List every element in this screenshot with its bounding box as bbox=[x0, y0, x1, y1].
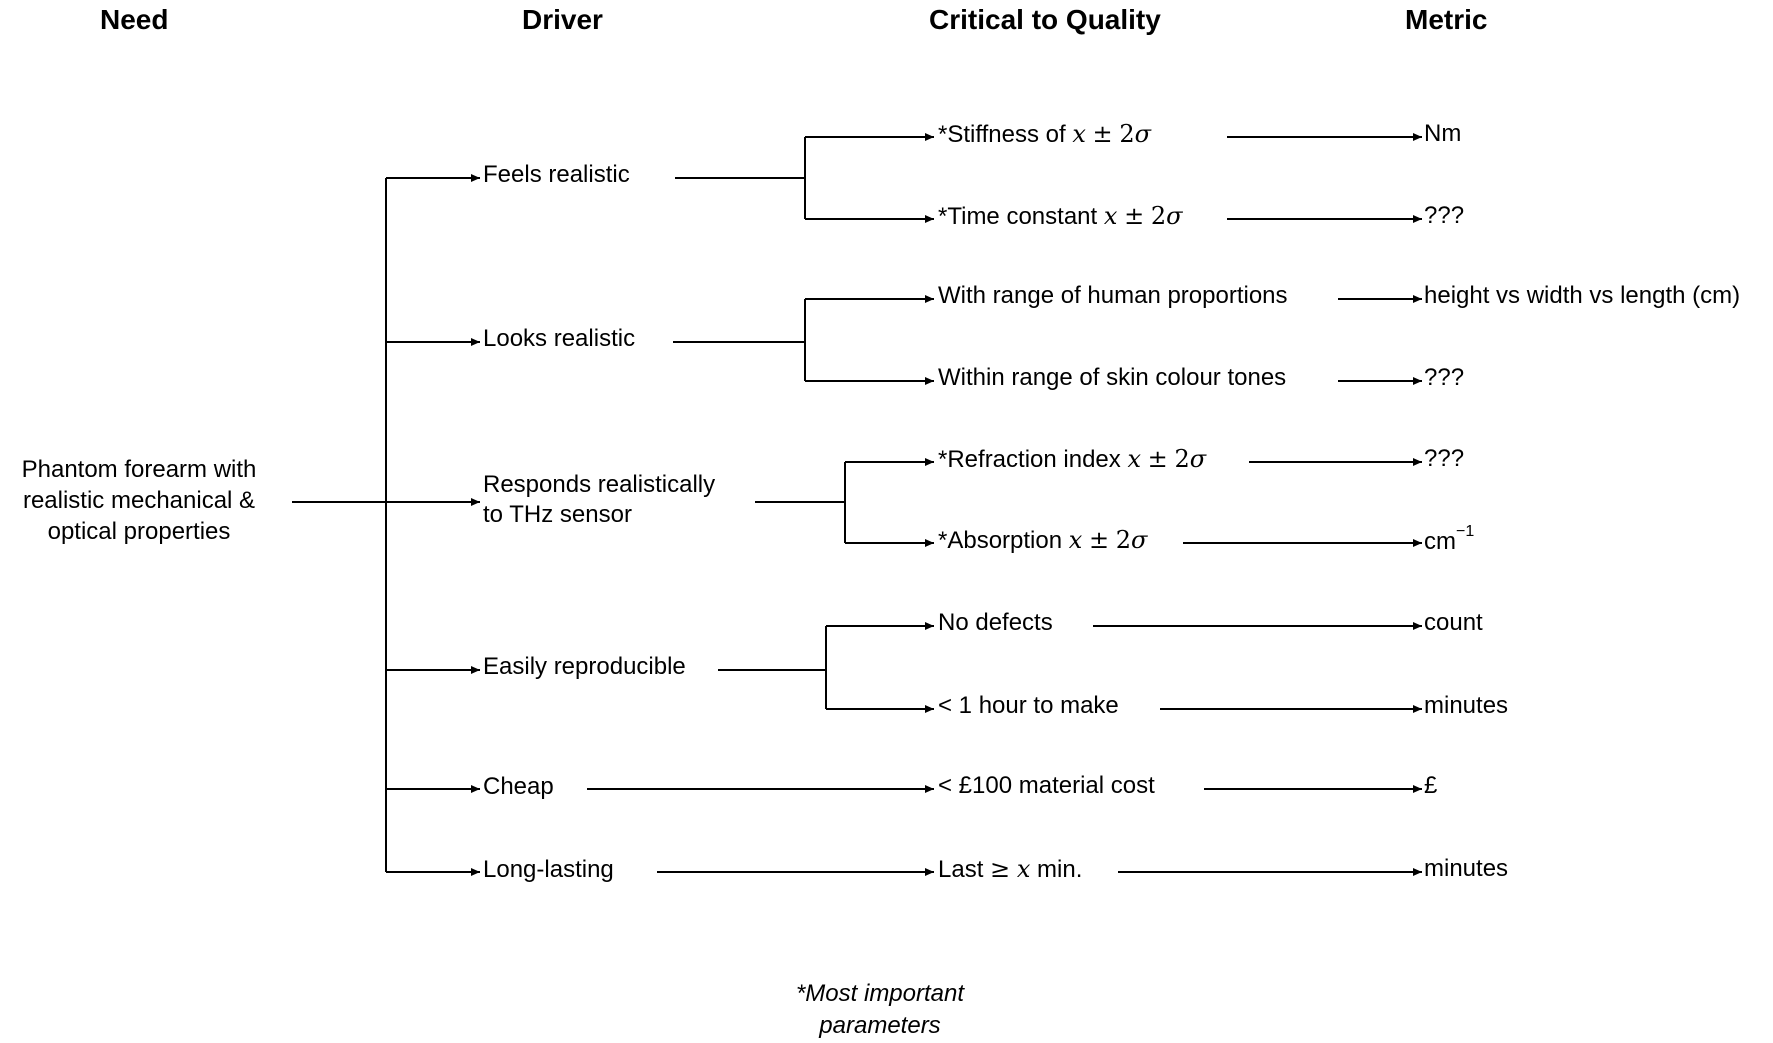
metric-skin: ??? bbox=[1424, 364, 1465, 391]
driver-responds-line-1: Responds realistically bbox=[483, 471, 716, 498]
metric-refraction: ??? bbox=[1424, 445, 1465, 472]
driver-long-lasting: Long-lasting bbox=[483, 856, 614, 883]
math-pm: ± bbox=[1147, 445, 1168, 473]
ctq-absorption: *Absorption x ± 2σ bbox=[938, 526, 1147, 555]
math-two: 2 bbox=[1174, 445, 1190, 473]
metric-stiffness: Nm bbox=[1424, 120, 1462, 147]
metric-absorption-unit: cm bbox=[1424, 528, 1456, 555]
math-pm: ± bbox=[1088, 526, 1110, 554]
math-sigma: σ bbox=[1166, 202, 1183, 230]
footnote-line-1: *Most important bbox=[795, 980, 965, 1007]
ctq-stiffness-label: *Stiffness of bbox=[938, 121, 1066, 148]
driver-responds-line-2: to THz sensor bbox=[483, 501, 632, 528]
need-line-3: optical properties bbox=[47, 518, 231, 545]
math-two: 2 bbox=[1150, 202, 1167, 230]
footnote: *Most important parameters bbox=[730, 978, 1030, 1042]
math-pm: ± bbox=[1124, 202, 1145, 230]
ctq-refraction: *Refraction index x ± 2σ bbox=[938, 445, 1206, 474]
driver-feels-realistic: Feels realistic bbox=[483, 161, 630, 188]
need-text: Phantom forearm with realistic mechanica… bbox=[4, 454, 274, 547]
header-driver: Driver bbox=[522, 4, 603, 35]
math-geq: ≥ bbox=[990, 855, 1011, 883]
footnote-line-2: parameters bbox=[819, 1012, 941, 1039]
ctq-last-suffix: min. bbox=[1037, 856, 1083, 883]
math-x: x bbox=[1068, 526, 1083, 554]
need-line-1: Phantom forearm with bbox=[21, 456, 257, 483]
metric-lasting: minutes bbox=[1424, 855, 1509, 882]
ctq-stiffness: *Stiffness of x ± 2σ bbox=[938, 120, 1151, 149]
metric-absorption: cm−1 bbox=[1424, 524, 1474, 556]
metric-make-time: minutes bbox=[1424, 692, 1509, 719]
math-x: x bbox=[1072, 120, 1086, 148]
math-sigma: σ bbox=[1189, 445, 1207, 473]
driver-cheap: Cheap bbox=[483, 773, 554, 800]
ctq-last: Last ≥ x min. bbox=[938, 855, 1082, 884]
driver-easily-reproducible: Easily reproducible bbox=[483, 653, 686, 680]
math-x: x bbox=[1016, 855, 1031, 883]
metric-cost: £ bbox=[1424, 772, 1438, 799]
header-need: Need bbox=[100, 4, 169, 35]
ctq-skin-tones: Within range of skin colour tones bbox=[938, 364, 1287, 391]
ctq-time-constant-label: *Time constant bbox=[938, 203, 1098, 230]
math-x: x bbox=[1103, 202, 1118, 230]
ctq-material-cost: < £100 material cost bbox=[938, 772, 1155, 799]
math-two: 2 bbox=[1119, 120, 1135, 148]
metric-defects: count bbox=[1424, 609, 1483, 636]
math-two: 2 bbox=[1115, 526, 1132, 554]
header-ctq: Critical to Quality bbox=[929, 4, 1161, 35]
metric-proportions: height vs width vs length (cm) bbox=[1424, 282, 1741, 309]
ctq-proportions: With range of human proportions bbox=[938, 282, 1288, 309]
ctq-time-constant: *Time constant x ± 2σ bbox=[938, 202, 1183, 231]
ctq-refraction-label: *Refraction index bbox=[938, 446, 1121, 473]
metric-absorption-exponent: −1 bbox=[1456, 523, 1475, 540]
header-metric: Metric bbox=[1405, 4, 1488, 35]
math-sigma: σ bbox=[1134, 120, 1151, 148]
driver-responds: Responds realistically to THz sensor bbox=[483, 470, 715, 530]
ctq-last-prefix: Last bbox=[938, 856, 984, 883]
ctq-make-time: < 1 hour to make bbox=[938, 692, 1119, 719]
math-pm: ± bbox=[1092, 120, 1113, 148]
ctq-no-defects: No defects bbox=[938, 609, 1053, 636]
metric-time-constant: ??? bbox=[1424, 202, 1465, 229]
driver-looks-realistic: Looks realistic bbox=[483, 325, 636, 352]
math-x: x bbox=[1127, 445, 1141, 473]
math-sigma: σ bbox=[1131, 526, 1148, 554]
ctq-absorption-label: *Absorption bbox=[938, 527, 1063, 554]
need-line-2: realistic mechanical & bbox=[22, 487, 256, 514]
